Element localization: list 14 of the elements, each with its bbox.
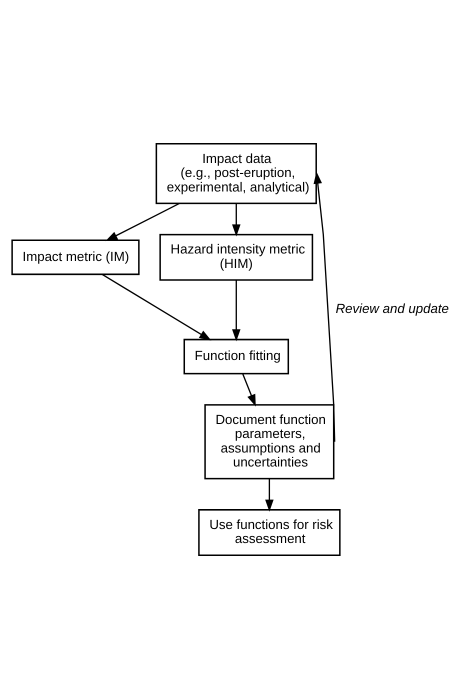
arrow <box>105 203 180 242</box>
node-box: Function fitting <box>184 338 290 374</box>
node-box: Impact data (e.g., post-eruption, experimental, analytical) <box>156 143 317 204</box>
node-box: Document function parameters, assumptions and uncertainties <box>204 404 334 480</box>
arrow <box>232 280 241 342</box>
arrow <box>265 478 274 512</box>
node-box: Use functions for risk assessment <box>198 509 341 556</box>
arrow <box>102 274 212 341</box>
arrow <box>242 374 256 407</box>
arrow <box>232 204 241 237</box>
node-box: Impact metric (IM) <box>11 240 140 276</box>
arrow <box>314 172 336 442</box>
node-box: Hazard intensity metric (HIM) <box>159 234 314 281</box>
edge-label: Review and update <box>336 300 449 316</box>
